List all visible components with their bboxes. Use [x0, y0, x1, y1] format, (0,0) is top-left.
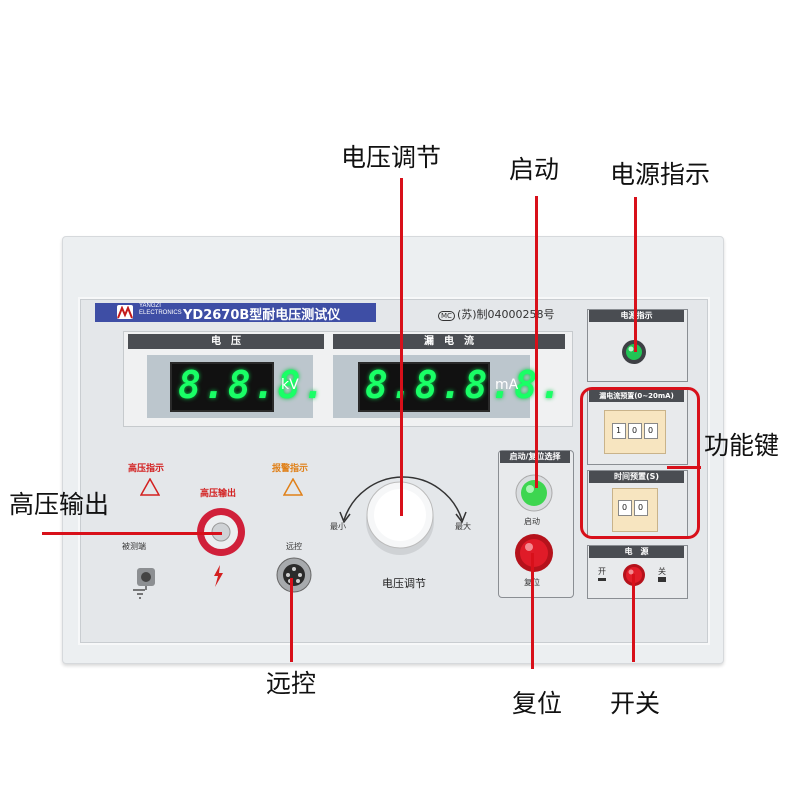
alarm-indicator-label: 报警指示 — [272, 464, 309, 474]
certificate-text: MC(苏)制04000258号 — [438, 306, 555, 322]
cmc-icon: MC — [438, 311, 455, 321]
leak-display — [358, 362, 490, 412]
voltage-adjust-line — [400, 178, 403, 516]
callout-power-indicator: 电源指示 — [610, 160, 711, 189]
off-mark-icon — [658, 577, 666, 582]
callout-remote: 远控 — [266, 669, 317, 698]
callout-hv-output: 高压输出 — [9, 490, 110, 519]
brand-logo-icon — [117, 305, 133, 319]
voltage-reading: 8.8.8. — [178, 363, 328, 407]
start-button-label: 启动 — [524, 517, 540, 526]
function-keys-line — [667, 466, 701, 469]
voltage-meter-head: 电 压 — [128, 334, 324, 349]
ground-terminal[interactable] — [131, 560, 161, 604]
switch-line — [632, 574, 635, 662]
callout-start: 启动 — [509, 155, 560, 184]
leak-dip-digit[interactable]: 0 — [644, 423, 658, 439]
leak-preset-head: 漏电流预置(0~20mA) — [589, 390, 684, 402]
function-keys-outline — [580, 387, 700, 539]
remote-label: 远控 — [286, 542, 302, 551]
reset-button[interactable] — [514, 533, 554, 577]
remote-line — [290, 578, 293, 662]
knob-max-label: 最大 — [455, 522, 471, 531]
leak-dip-digit[interactable]: 1 — [612, 423, 626, 439]
start-button[interactable] — [515, 474, 553, 516]
remote-connector[interactable] — [276, 557, 312, 597]
time-preset-head: 时间预置(S) — [589, 471, 684, 483]
dut-label: 被测端 — [122, 542, 146, 551]
knob-min-label: 最小 — [330, 522, 346, 531]
leak-reading: 8.8.8.8. — [365, 363, 565, 407]
voltage-unit: kV — [281, 377, 299, 393]
power-indicator-led — [621, 339, 647, 369]
hv-output-line — [42, 532, 222, 535]
hv-warning-icon — [139, 477, 161, 500]
hv-output-label: 高压输出 — [200, 489, 237, 499]
knob-scale-arc — [336, 456, 470, 540]
leak-dip-digit[interactable]: 0 — [628, 423, 642, 439]
callout-switch: 开关 — [610, 689, 661, 718]
hv-indicator-label: 高压指示 — [128, 464, 165, 474]
model-title: YD2670B型耐电压测试仪 — [183, 308, 341, 323]
title-strip — [95, 303, 376, 322]
on-label: 开 — [598, 567, 606, 576]
time-dip-digit[interactable]: 0 — [618, 500, 632, 516]
start-line — [535, 196, 538, 488]
on-mark-icon — [598, 578, 606, 581]
time-dip-digit[interactable]: 0 — [634, 500, 648, 516]
callout-reset: 复位 — [512, 689, 563, 718]
off-label: 关 — [658, 567, 666, 576]
power-head: 电 源 — [589, 546, 684, 558]
hv-lightning-icon — [211, 565, 225, 591]
reset-line — [531, 553, 534, 669]
leak-unit: mA — [495, 377, 519, 393]
alarm-warning-icon — [282, 477, 304, 500]
voltage-display — [170, 362, 274, 412]
callout-function-keys: 功能键 — [704, 431, 780, 460]
callout-voltage-adjust: 电压调节 — [341, 143, 442, 172]
knob-label: 电压调节 — [382, 577, 426, 590]
leak-meter-head: 漏 电 流 — [333, 334, 565, 349]
power-indicator-line — [634, 197, 637, 352]
